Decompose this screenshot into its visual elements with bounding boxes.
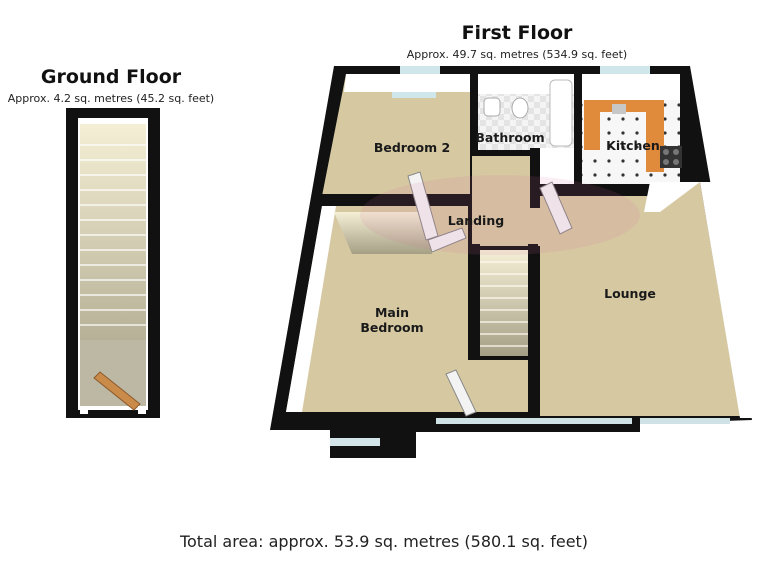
bath-tub bbox=[549, 79, 573, 147]
ground-floor-plan bbox=[66, 108, 160, 418]
total-area: Total area: approx. 53.9 sq. metres (580… bbox=[179, 532, 589, 551]
lounge-floor bbox=[540, 182, 740, 416]
ground-floor-door bbox=[93, 371, 141, 411]
ground-floor-area: Approx. 4.2 sq. metres (45.2 sq. feet) bbox=[7, 92, 215, 105]
agent-watermark bbox=[360, 175, 640, 255]
first-floor-title: First Floor bbox=[461, 22, 573, 44]
main-bedroom-floor bbox=[286, 206, 532, 412]
room-label-main-bedroom: Main Bedroom bbox=[352, 305, 432, 335]
first-floor-plan bbox=[270, 66, 752, 458]
room-label-kitchen: Kitchen bbox=[606, 138, 660, 153]
room-label-landing: Landing bbox=[447, 213, 505, 228]
room-label-lounge: Lounge bbox=[604, 286, 656, 301]
main-bedroom-line-1: Main bbox=[374, 305, 410, 320]
main-bedroom-window bbox=[330, 438, 380, 446]
bedroom-stairs-bulkhead bbox=[334, 212, 432, 254]
bedroom-2-window bbox=[392, 92, 436, 98]
main-bedroom-line-2: Bedroom bbox=[360, 320, 424, 335]
kitchen-sink bbox=[612, 104, 626, 114]
ground-floor-title: Ground Floor bbox=[40, 66, 182, 88]
first-floor-area: Approx. 49.7 sq. metres (534.9 sq. feet) bbox=[406, 48, 628, 61]
room-label-bedroom-2: Bedroom 2 bbox=[373, 140, 451, 155]
lounge-window bbox=[640, 418, 730, 424]
first-floor-stairs bbox=[480, 250, 528, 356]
toilet bbox=[511, 97, 529, 119]
sink bbox=[483, 97, 501, 117]
bedroom-2-floor bbox=[322, 74, 470, 196]
room-label-bathroom: Bathroom bbox=[475, 130, 545, 145]
